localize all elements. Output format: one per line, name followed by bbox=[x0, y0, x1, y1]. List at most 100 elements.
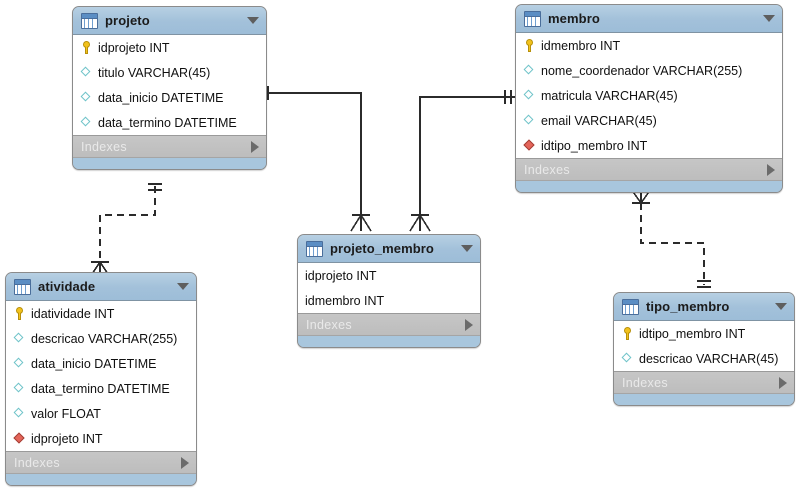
column-row[interactable]: data_termino DATETIME bbox=[73, 110, 266, 135]
primary-key-icon bbox=[621, 327, 634, 340]
column-row[interactable]: idatividade INT bbox=[6, 301, 196, 326]
column-row[interactable]: idprojeto INT bbox=[6, 426, 196, 451]
column-label: idprojeto INT bbox=[31, 431, 103, 446]
table-header-projeto[interactable]: projeto bbox=[73, 7, 266, 35]
column-diamond-icon bbox=[13, 407, 26, 420]
chevron-right-icon[interactable] bbox=[767, 163, 775, 176]
indexes-label: Indexes bbox=[81, 139, 127, 154]
column-diamond-icon bbox=[523, 64, 536, 77]
chevron-right-icon[interactable] bbox=[181, 456, 189, 469]
column-diamond-icon bbox=[523, 89, 536, 102]
column-row[interactable]: idtipo_membro INT bbox=[516, 133, 782, 158]
chevron-down-icon[interactable] bbox=[461, 245, 473, 252]
relationship-membro-projeto_membro[interactable] bbox=[409, 90, 515, 232]
primary-key-icon bbox=[80, 41, 93, 54]
relationship-projeto-projeto_membro[interactable] bbox=[261, 86, 372, 232]
column-list-atividade: idatividade INT descricao VARCHAR(255) dat… bbox=[6, 301, 196, 452]
column-label: descricao VARCHAR(45) bbox=[639, 351, 779, 366]
column-label: idmembro INT bbox=[305, 293, 385, 308]
column-label: idprojeto INT bbox=[98, 40, 170, 55]
column-row[interactable]: data_inicio DATETIME bbox=[73, 85, 266, 110]
chevron-right-icon[interactable] bbox=[779, 376, 787, 389]
relationship-projeto-atividade[interactable] bbox=[99, 186, 156, 263]
table-header-atividade[interactable]: atividade bbox=[6, 273, 196, 301]
table-footer bbox=[614, 394, 794, 405]
primary-key-icon bbox=[523, 39, 536, 52]
table-icon bbox=[524, 10, 541, 27]
table-name-label: projeto bbox=[105, 13, 150, 28]
column-label: matricula VARCHAR(45) bbox=[541, 88, 678, 103]
column-label: data_inicio DATETIME bbox=[31, 356, 157, 371]
table-icon bbox=[14, 278, 31, 295]
column-row[interactable]: email VARCHAR(45) bbox=[516, 108, 782, 133]
table-projeto_membro[interactable]: projeto_membro idprojeto INT idmembro INT I… bbox=[297, 234, 481, 348]
table-footer bbox=[73, 158, 266, 169]
column-row[interactable]: idmembro INT bbox=[298, 288, 480, 313]
column-list-membro: idmembro INT nome_coordenador VARCHAR(255… bbox=[516, 33, 782, 159]
column-row[interactable]: idprojeto INT bbox=[298, 263, 480, 288]
column-diamond-icon bbox=[13, 357, 26, 370]
column-row[interactable]: nome_coordenador VARCHAR(255) bbox=[516, 58, 782, 83]
column-row[interactable]: valor FLOAT bbox=[6, 401, 196, 426]
indexes-label: Indexes bbox=[14, 455, 60, 470]
chevron-right-icon[interactable] bbox=[465, 318, 473, 331]
column-label: nome_coordenador VARCHAR(255) bbox=[541, 63, 743, 78]
indexes-section-projeto_membro[interactable]: Indexes bbox=[298, 314, 480, 336]
table-tipo_membro[interactable]: tipo_membro idtipo_membro INT descricao VA… bbox=[613, 292, 795, 406]
table-name-label: projeto_membro bbox=[330, 241, 434, 256]
column-list-projeto: idprojeto INT titulo VARCHAR(45)data_inic… bbox=[73, 35, 266, 136]
table-icon bbox=[306, 240, 323, 257]
indexes-label: Indexes bbox=[306, 317, 352, 332]
table-footer bbox=[516, 181, 782, 192]
table-footer bbox=[6, 474, 196, 485]
chevron-right-icon[interactable] bbox=[251, 140, 259, 153]
column-row[interactable]: data_inicio DATETIME bbox=[6, 351, 196, 376]
chevron-down-icon[interactable] bbox=[247, 17, 259, 24]
column-diamond-icon bbox=[80, 116, 93, 129]
column-label: data_termino DATETIME bbox=[98, 115, 237, 130]
indexes-section-tipo_membro[interactable]: Indexes bbox=[614, 372, 794, 394]
chevron-down-icon[interactable] bbox=[177, 283, 189, 290]
table-footer bbox=[298, 336, 480, 347]
column-list-projeto_membro: idprojeto INT idmembro INT bbox=[298, 263, 480, 314]
column-diamond-icon bbox=[621, 352, 634, 365]
column-row[interactable]: titulo VARCHAR(45) bbox=[73, 60, 266, 85]
foreign-key-icon bbox=[13, 432, 26, 445]
column-label: idtipo_membro INT bbox=[639, 326, 746, 341]
relationship-membro-tipo_membro[interactable] bbox=[640, 203, 705, 285]
column-label: idmembro INT bbox=[541, 38, 621, 53]
column-diamond-icon bbox=[13, 382, 26, 395]
column-row[interactable]: matricula VARCHAR(45) bbox=[516, 83, 782, 108]
column-row[interactable]: data_termino DATETIME bbox=[6, 376, 196, 401]
column-row[interactable]: idtipo_membro INT bbox=[614, 321, 794, 346]
table-icon bbox=[81, 12, 98, 29]
column-label: descricao VARCHAR(255) bbox=[31, 331, 178, 346]
table-header-tipo_membro[interactable]: tipo_membro bbox=[614, 293, 794, 321]
table-header-membro[interactable]: membro bbox=[516, 5, 782, 33]
table-membro[interactable]: membro idmembro INT nome_coordenador VARCH… bbox=[515, 4, 783, 193]
column-label: email VARCHAR(45) bbox=[541, 113, 657, 128]
primary-key-icon bbox=[13, 307, 26, 320]
column-row[interactable]: descricao VARCHAR(255) bbox=[6, 326, 196, 351]
column-row[interactable]: idprojeto INT bbox=[73, 35, 266, 60]
chevron-down-icon[interactable] bbox=[763, 15, 775, 22]
column-label: idtipo_membro INT bbox=[541, 138, 648, 153]
chevron-down-icon[interactable] bbox=[775, 303, 787, 310]
column-row[interactable]: descricao VARCHAR(45) bbox=[614, 346, 794, 371]
column-label: idprojeto INT bbox=[305, 268, 377, 283]
column-list-tipo_membro: idtipo_membro INT descricao VARCHAR(45) bbox=[614, 321, 794, 372]
indexes-section-membro[interactable]: Indexes bbox=[516, 159, 782, 181]
column-label: valor FLOAT bbox=[31, 406, 101, 421]
column-row[interactable]: idmembro INT bbox=[516, 33, 782, 58]
table-icon bbox=[622, 298, 639, 315]
column-label: data_termino DATETIME bbox=[31, 381, 170, 396]
indexes-section-atividade[interactable]: Indexes bbox=[6, 452, 196, 474]
table-name-label: membro bbox=[548, 11, 600, 26]
indexes-label: Indexes bbox=[622, 375, 668, 390]
indexes-section-projeto[interactable]: Indexes bbox=[73, 136, 266, 158]
column-diamond-icon bbox=[523, 114, 536, 127]
table-header-projeto_membro[interactable]: projeto_membro bbox=[298, 235, 480, 263]
